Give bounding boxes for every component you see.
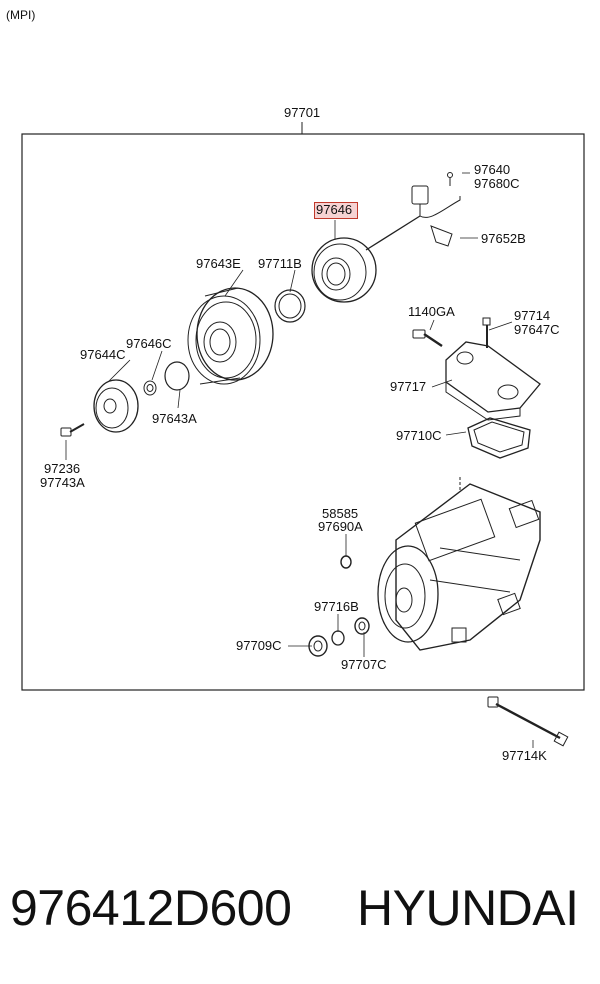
- callout-97690a: 97690A: [318, 519, 363, 534]
- callout-97646c: 97646C: [126, 336, 172, 351]
- seal-97707c: [354, 617, 370, 635]
- exploded-parts-diagram: [21, 122, 585, 748]
- callout-97646: 97646: [316, 202, 353, 217]
- bolt-97236: [60, 423, 85, 437]
- variant-label: (MPI): [6, 8, 36, 22]
- callout-97714: 97714: [514, 308, 551, 323]
- clutch-field-coil: [311, 237, 377, 303]
- snap-ring-97643a: [164, 361, 190, 391]
- callout-97716b: 97716B: [314, 599, 359, 614]
- callout-97711b: 97711B: [258, 256, 302, 271]
- highlight-box: [314, 202, 358, 219]
- callout-97643a: 97643A: [152, 411, 197, 426]
- callout-97709c: 97709C: [236, 638, 282, 653]
- callout-97643e: 97643E: [196, 256, 241, 271]
- callout-97236: 97236: [44, 461, 81, 476]
- callout-97714k: 97714K: [502, 748, 547, 763]
- callout-97717: 97717: [390, 379, 427, 394]
- o-ring-58585: [340, 555, 352, 569]
- brand-name: HYUNDAI: [357, 880, 579, 936]
- callout-1140ga: 1140GA: [408, 304, 455, 319]
- pressure-sensor: [365, 172, 461, 251]
- wire-bracket: [430, 225, 453, 247]
- callout-97647c: 97647C: [514, 322, 560, 337]
- bolt-97714: [482, 317, 491, 348]
- callout-97652b: 97652B: [481, 231, 526, 246]
- callout-97743a: 97743A: [40, 475, 85, 490]
- bolt-1140ga: [412, 329, 443, 347]
- callout-97680c: 97680C: [474, 176, 520, 191]
- seal-97709c: [308, 635, 328, 657]
- callout-97644c: 97644C: [80, 347, 126, 362]
- snap-ring-97711b: [274, 289, 306, 323]
- o-ring-97716b: [331, 630, 345, 646]
- leader-lines: [65, 172, 534, 748]
- shim-97646c: [143, 380, 157, 396]
- rear-head-cover: [445, 341, 541, 421]
- callout-58585: 58585: [322, 506, 359, 521]
- callout-97640: 97640: [474, 162, 511, 177]
- callout-97710c: 97710C: [396, 428, 442, 443]
- compressor-body: [377, 476, 541, 651]
- assembly-frame: [21, 133, 585, 691]
- part-caption: 976412D600 HYUNDAI: [0, 868, 600, 958]
- through-bolt-97714k: [487, 696, 569, 747]
- pressure-plate: [93, 379, 139, 433]
- assembly-number: 97701: [284, 105, 321, 120]
- clutch-pulley: [187, 287, 274, 385]
- gasket: [467, 417, 531, 459]
- callout-97707c: 97707C: [341, 657, 387, 672]
- part-number: 976412D600: [10, 880, 292, 936]
